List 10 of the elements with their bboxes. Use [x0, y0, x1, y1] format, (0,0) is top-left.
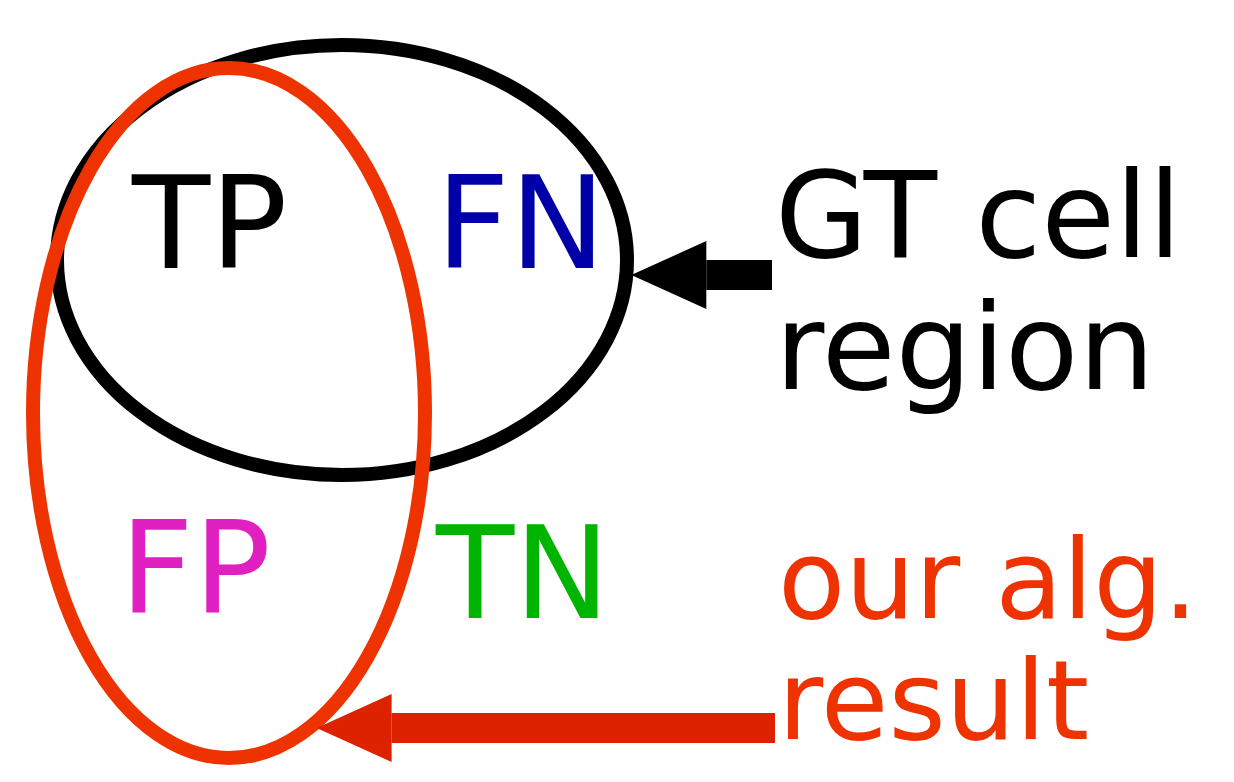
- ellipse-region: [50, 38, 634, 482]
- ellipse-region: [26, 61, 432, 765]
- region-label: TN: [436, 510, 610, 638]
- region-label: TP: [132, 160, 288, 288]
- region-label: GT cell region: [775, 150, 1183, 414]
- arrow: [631, 241, 772, 309]
- region-label: our alg. result: [778, 520, 1199, 762]
- region-label: FN: [436, 160, 606, 288]
- arrow: [316, 694, 775, 762]
- region-label: FP: [120, 505, 271, 633]
